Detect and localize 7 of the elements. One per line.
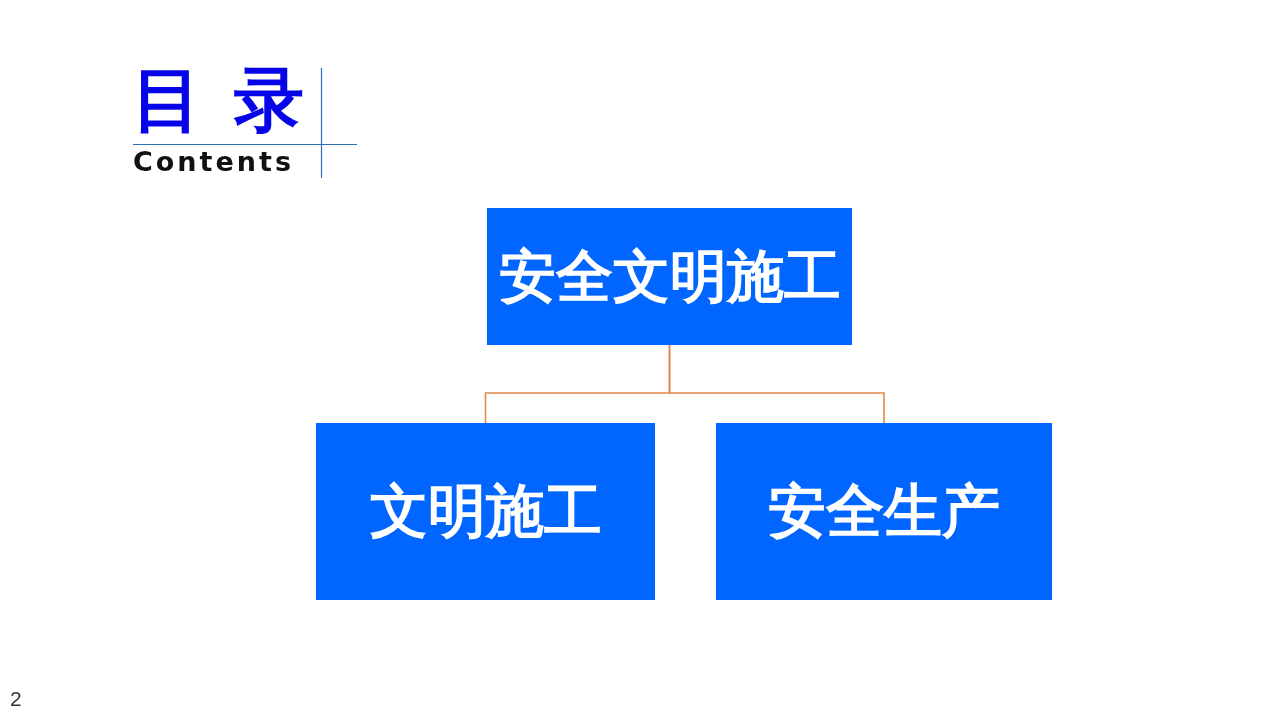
topic-box: 安全生产 (716, 423, 1052, 600)
topic-box: 安全文明施工 (487, 208, 852, 345)
connector-line (668, 344, 885, 424)
subtitle-text: Contents (133, 146, 294, 179)
title-text: 目 录 (132, 62, 305, 139)
topic-box: 文明施工 (316, 423, 655, 600)
page-number: 2 (10, 686, 22, 712)
